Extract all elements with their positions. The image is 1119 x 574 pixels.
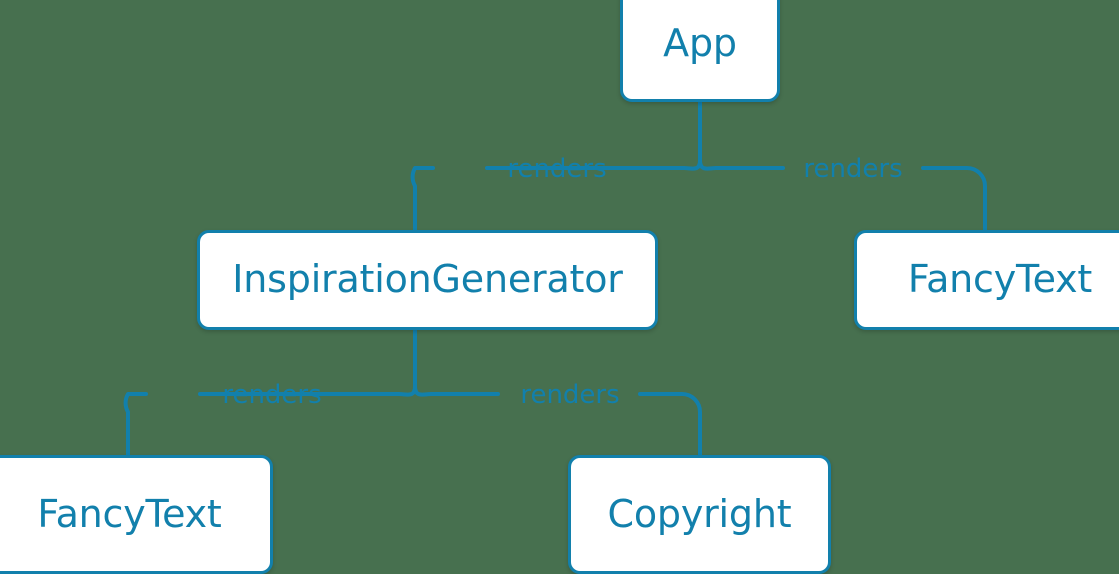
edge-label-inspiration-fancytext: renders — [222, 380, 322, 410]
node-app[interactable]: App — [620, 0, 780, 102]
node-fancytext-left[interactable]: FancyText — [0, 455, 273, 574]
edge-label-app-fancytext: renders — [803, 154, 903, 184]
edge-connectors — [123, 100, 987, 457]
edge-app-left-tail — [410, 166, 435, 232]
node-inspirationgenerator[interactable]: InspirationGenerator — [197, 230, 658, 330]
edge-app-right-branch — [698, 158, 785, 171]
node-fancytext-right[interactable]: FancyText — [854, 230, 1119, 330]
edge-app-right-tail — [921, 166, 987, 232]
node-copyright-label: Copyright — [607, 491, 792, 536]
edge-insp-right-tail — [638, 392, 702, 457]
edge-insp-right-branch — [413, 384, 500, 397]
edge-label-inspiration-copyright: renders — [520, 380, 620, 410]
node-inspirationgenerator-label: InspirationGenerator — [232, 257, 623, 301]
edge-label-app-inspiration: renders — [507, 154, 607, 184]
node-copyright[interactable]: Copyright — [568, 455, 831, 574]
node-fancytext-left-label: FancyText — [37, 491, 222, 536]
node-fancytext-right-label: FancyText — [907, 257, 1093, 301]
node-app-label: App — [663, 21, 737, 65]
edge-insp-left-tail — [123, 392, 148, 457]
